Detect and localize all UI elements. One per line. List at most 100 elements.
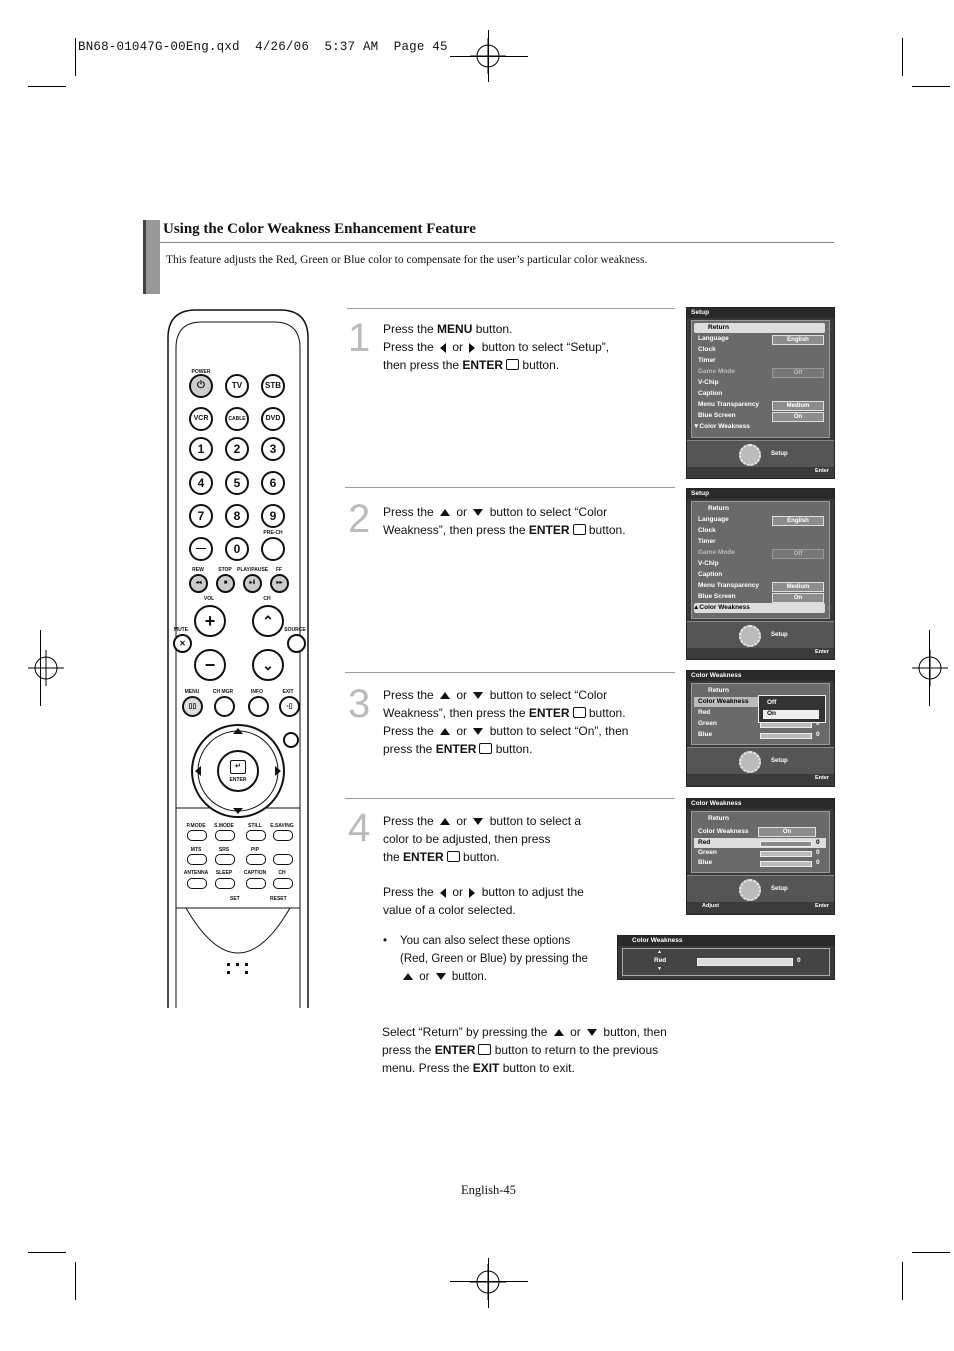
dash-button[interactable]: — (189, 537, 213, 561)
playpause-button[interactable]: ▸‖ (243, 574, 262, 593)
digit-1-button[interactable]: 1 (189, 437, 213, 461)
vcr-button[interactable]: VCR (189, 407, 213, 431)
page-number: English-45 (461, 1183, 516, 1197)
crop-mark (912, 86, 950, 87)
osd-color-weakness-3: Color Weakness Return Color Weakness Red… (686, 670, 835, 787)
step-number: 1 (348, 316, 371, 360)
osd-setup-menu-1: Setup Return Language Clock Timer Game M… (686, 307, 835, 479)
osd-item: Return (708, 687, 729, 694)
osd-item: Language (698, 335, 729, 342)
antenna-button[interactable] (187, 878, 207, 889)
power-label: POWER (191, 369, 211, 375)
prech-button[interactable] (261, 537, 285, 561)
reset-label: RESET (270, 896, 287, 902)
osd-item: Blue Screen (698, 412, 736, 419)
stop-button[interactable]: ■ (216, 574, 235, 593)
menu-label: MENU (184, 689, 200, 695)
sleep-button[interactable] (215, 878, 235, 889)
crop-mark (450, 1281, 528, 1282)
osd-slider (760, 733, 812, 739)
osd-value: English (772, 335, 824, 345)
pip-ch-up-button[interactable] (273, 854, 293, 865)
osd-slider (760, 851, 812, 857)
osd-item: Red (698, 839, 711, 846)
esaving-button[interactable] (273, 830, 293, 841)
enter-button[interactable]: ↵ (230, 760, 246, 774)
digit-8-button[interactable]: 8 (225, 504, 249, 528)
closing-text: Select “Return” by pressing the or butto… (382, 1025, 667, 1075)
digit-4-button[interactable]: 4 (189, 471, 213, 495)
mute-label: MUTE (173, 627, 189, 633)
digit-3-button[interactable]: 3 (261, 437, 285, 461)
osd-footer-hint: Enter (814, 468, 829, 474)
digit-9-button[interactable]: 9 (261, 504, 285, 528)
source-button[interactable] (287, 634, 306, 653)
vol-up-button[interactable]: + (194, 605, 226, 637)
registration-mark-icon (28, 650, 64, 686)
pmode-button[interactable] (187, 830, 207, 841)
prech-label: PRE-CH (263, 530, 283, 536)
osd-item: V-Chip (698, 560, 719, 567)
digit-6-button[interactable]: 6 (261, 471, 285, 495)
pip-ch-down-button[interactable] (273, 878, 293, 889)
rew-button[interactable]: ◂◂ (189, 574, 208, 593)
power-button[interactable]: ⏻ (189, 374, 213, 398)
pip-button[interactable] (246, 854, 266, 865)
enter-icon (446, 851, 460, 863)
osd-value: 0 (816, 720, 820, 727)
up-arrow-icon (440, 728, 451, 736)
enter-icon (479, 743, 493, 755)
srs-button[interactable] (215, 854, 235, 865)
osd-item: Timer (698, 357, 716, 364)
digit-5-button[interactable]: 5 (225, 471, 249, 495)
ch-down-button[interactable]: ⌄ (252, 649, 284, 681)
stb-button[interactable]: STB (261, 374, 285, 398)
menu-button[interactable]: ▯▯ (182, 696, 203, 717)
osd-footer-hint: Enter (814, 775, 829, 781)
crop-mark (75, 38, 76, 76)
antenna-label: ANTENNA (183, 870, 209, 876)
smode-button[interactable] (215, 830, 235, 841)
osd-value: Off (772, 368, 824, 378)
vol-down-button[interactable]: − (194, 649, 226, 681)
info-button[interactable] (248, 696, 269, 717)
smode-label: S.MODE (214, 823, 234, 829)
exit-button[interactable]: -▯ (279, 696, 300, 717)
osd-header: Color Weakness (687, 799, 834, 809)
osd-value: On (758, 827, 816, 837)
srs-label: SRS (218, 847, 230, 853)
ff-button[interactable]: ▸▸ (270, 574, 289, 593)
osd-item: Green (698, 849, 717, 856)
mute-button[interactable]: ✕ (173, 634, 192, 653)
osd-value: 0 (816, 731, 820, 738)
step-number: 2 (348, 497, 371, 541)
up-arrow-icon (440, 818, 451, 826)
mts-button[interactable] (187, 854, 207, 865)
chmgr-label: CH MGR (212, 689, 234, 695)
ch-up-button[interactable]: ⌃ (252, 605, 284, 637)
crop-mark (902, 1262, 903, 1300)
osd-value: English (772, 516, 824, 526)
chmgr-button[interactable] (214, 696, 235, 717)
caption-button[interactable] (246, 878, 266, 889)
osd-value: 0 (816, 839, 820, 846)
cable-button[interactable]: CABLE (225, 407, 249, 431)
caption-label: CAPTION (243, 870, 267, 876)
osd-red-adjust: Color Weakness ▲ Red ▼ 0 (617, 935, 835, 980)
tv-button[interactable]: TV (225, 374, 249, 398)
digit-2-button[interactable]: 2 (225, 437, 249, 461)
osd-footer-title: Setup (771, 632, 788, 638)
down-arrow-icon (473, 692, 484, 700)
osd-item: Menu Transparency (698, 582, 760, 589)
crop-mark (75, 1262, 76, 1300)
osd-header: Color Weakness (618, 936, 834, 946)
still-button[interactable] (246, 830, 266, 841)
digit-0-button[interactable]: 0 (225, 537, 249, 561)
enter-icon (572, 524, 586, 536)
digit-7-button[interactable]: 7 (189, 504, 213, 528)
light-button[interactable] (283, 732, 299, 748)
gear-icon (739, 625, 761, 647)
dvd-button[interactable]: DVD (261, 407, 285, 431)
playpause-label: PLAY/PAUSE (237, 567, 269, 573)
osd-item: Color Weakness (698, 828, 749, 835)
